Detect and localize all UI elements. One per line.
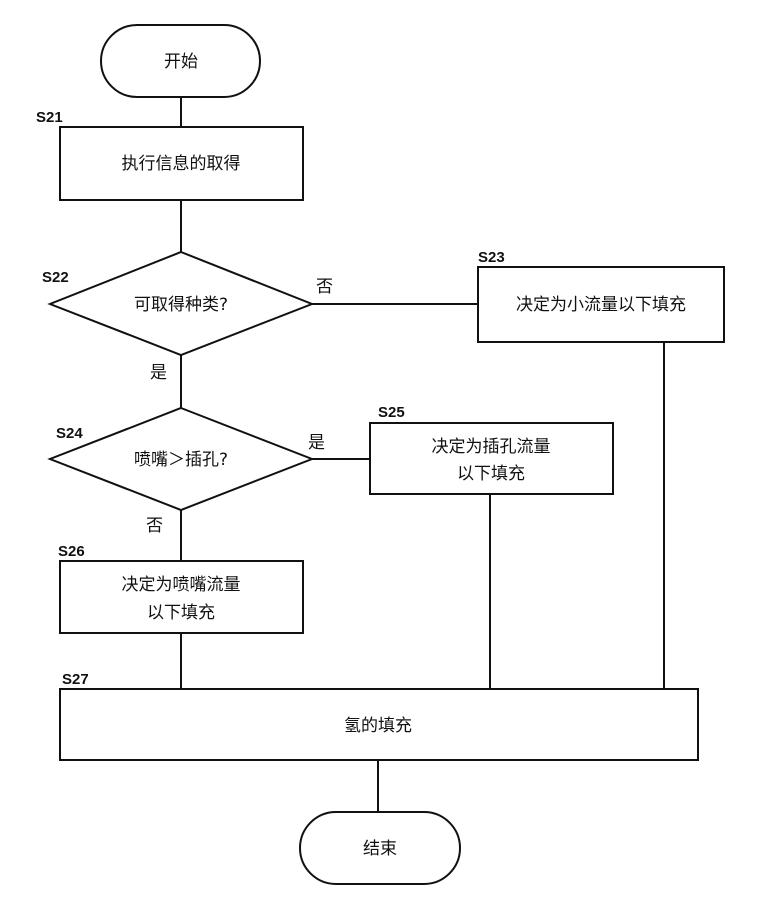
step-id-s25: S25	[378, 404, 405, 421]
branch-s24-no: 否	[146, 516, 163, 536]
branch-s22-no: 否	[316, 277, 333, 297]
step-s25-label-line2: 以下填充	[457, 464, 525, 484]
step-id-s21: S21	[36, 109, 63, 126]
end-label: 结束	[363, 839, 397, 859]
step-id-s24: S24	[56, 425, 83, 442]
step-s27: S27 氢的填充	[60, 671, 698, 760]
step-s25: S25 决定为插孔流量 以下填充	[370, 404, 613, 494]
decision-s22-label: 可取得种类?	[134, 295, 228, 315]
step-s21-label: 执行信息的取得	[122, 154, 241, 174]
decision-s24-label: 喷嘴＞插孔?	[134, 450, 228, 470]
decision-s24: S24 喷嘴＞插孔? 是 否	[50, 408, 325, 536]
step-s26-label-line2: 以下填充	[147, 603, 215, 623]
branch-s22-yes: 是	[150, 363, 167, 383]
decision-s22: S22 可取得种类? 否 是	[42, 252, 333, 383]
start-label: 开始	[164, 52, 198, 72]
step-s25-label-line1: 决定为插孔流量	[432, 437, 551, 457]
step-id-s26: S26	[58, 543, 85, 560]
step-s27-label: 氢的填充	[344, 716, 412, 736]
step-s26-label-line1: 决定为喷嘴流量	[122, 575, 241, 595]
step-id-s23: S23	[478, 249, 505, 266]
step-id-s22: S22	[42, 269, 69, 286]
start-terminator: 开始	[101, 25, 260, 97]
step-s23: S23 决定为小流量以下填充	[478, 249, 724, 342]
step-s23-label: 决定为小流量以下填充	[516, 295, 686, 315]
branch-s24-yes: 是	[308, 433, 325, 453]
step-s21: S21 执行信息的取得	[36, 109, 303, 200]
step-id-s27: S27	[62, 671, 89, 688]
end-terminator: 结束	[300, 812, 460, 884]
